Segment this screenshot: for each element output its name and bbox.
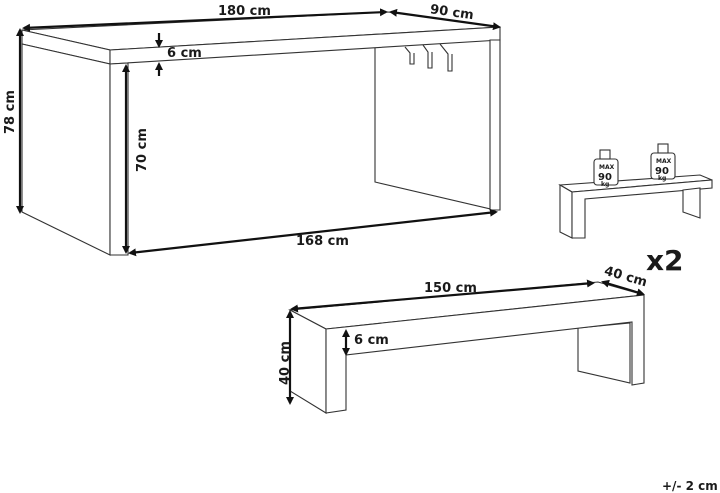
table-back-leg	[374, 39, 496, 211]
bracket-icon	[439, 43, 453, 72]
dining-table-drawing	[16, 8, 501, 257]
weight-icon	[650, 143, 676, 180]
bench-front	[325, 294, 645, 414]
bench-load-illustration	[558, 143, 713, 239]
table-top-thickness-label: 6 cm	[167, 46, 202, 61]
table-length-label: 180 cm	[218, 4, 271, 19]
bracket-icon	[404, 46, 415, 65]
bench-height-label: 40 cm	[278, 341, 293, 385]
table-depth-label: 90 cm	[429, 2, 475, 23]
weight-max-label: MAX	[599, 164, 615, 171]
table-right-leg-front	[489, 39, 501, 211]
weight-value-label: 90	[598, 172, 612, 183]
bench-drawing	[286, 279, 645, 414]
weight-unit-label: kg	[601, 181, 609, 188]
tolerance-label: +/- 2 cm	[662, 479, 718, 493]
bench-quantity-label: x2	[646, 244, 684, 277]
weight-max-label: MAX	[656, 158, 672, 165]
weight-value-label: 90	[655, 166, 669, 177]
table-left-leg-side	[21, 43, 111, 256]
weight-unit-label: kg	[658, 175, 666, 182]
weight-icon	[593, 149, 619, 186]
table-height-label: 78 cm	[3, 90, 18, 134]
bench-back-leg	[577, 322, 631, 384]
bracket-icon	[422, 44, 433, 69]
bench-length-label: 150 cm	[424, 281, 477, 296]
table-inner-length-label: 168 cm	[296, 234, 349, 249]
table-leg-height-label: 70 cm	[135, 128, 150, 172]
bench-top-thickness-label: 6 cm	[354, 333, 389, 348]
